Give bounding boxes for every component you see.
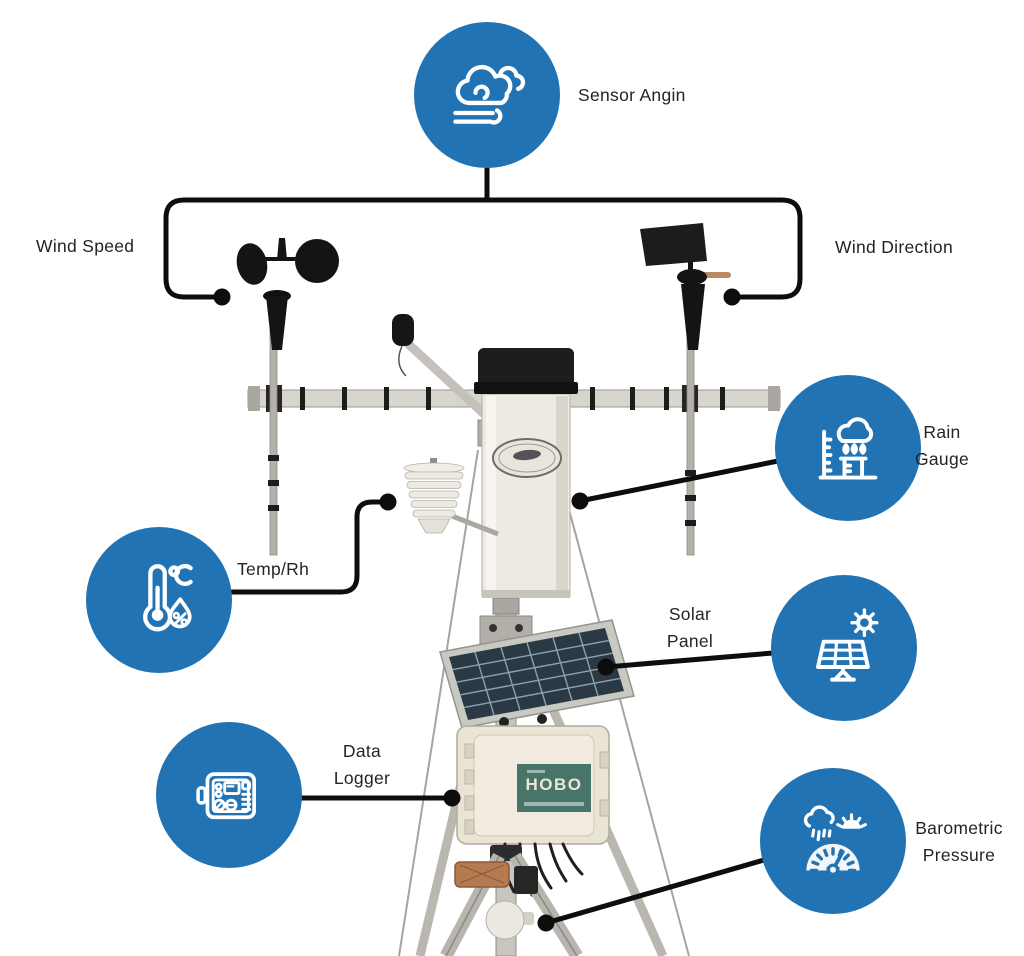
rain-gauge-photo	[474, 348, 578, 598]
solar-panel-label: Solar Panel	[666, 604, 714, 651]
rain-measure-icon	[818, 417, 878, 480]
connector-solar-panel	[603, 650, 776, 670]
solar-panel-sun-icon	[816, 608, 879, 682]
connector-dots	[213, 288, 741, 932]
wind-speed-label: Wind Speed	[36, 236, 135, 256]
rain-gauge-label: Rain Gauge	[914, 422, 970, 469]
wind-vane	[640, 223, 731, 556]
data-logger-photo	[456, 714, 610, 845]
connector-barometric	[543, 857, 767, 926]
barometric-pressure-node	[760, 768, 906, 914]
logger-device-icon	[196, 772, 257, 820]
barometric-pressure-label: Barometric Pressure	[915, 818, 1003, 865]
temp-rh-node	[86, 527, 232, 673]
barometric-sensor-photo	[485, 900, 525, 940]
wind-clouds-icon	[453, 64, 526, 125]
logger-brand-label: HOBO	[525, 775, 583, 794]
connector-lines	[163, 165, 803, 926]
solar-panel-photo	[439, 615, 635, 729]
connector-rain-gauge	[577, 458, 781, 504]
sensor-angin-label: Sensor Angin	[578, 85, 686, 105]
weather-gauge-icon	[803, 805, 867, 876]
anemometer	[236, 238, 339, 556]
temp-rh-label: Temp/Rh	[237, 559, 310, 579]
mast-clamp	[492, 597, 520, 615]
weather-station-photo	[236, 223, 781, 956]
guy-wires	[398, 449, 690, 956]
data-logger-node	[156, 722, 302, 868]
thermometer-humidity-icon	[143, 563, 193, 632]
rain-gauge-node	[775, 375, 921, 521]
data-logger-label: Data Logger	[333, 741, 391, 788]
wind-direction-label: Wind Direction	[835, 237, 953, 257]
radiation-shield	[403, 458, 499, 537]
sensor-angin-node	[414, 22, 560, 168]
connector-sensor-angin	[163, 165, 803, 300]
connector-temp-rh	[229, 499, 389, 595]
solar-panel-node	[771, 575, 917, 721]
tripod	[440, 845, 583, 956]
